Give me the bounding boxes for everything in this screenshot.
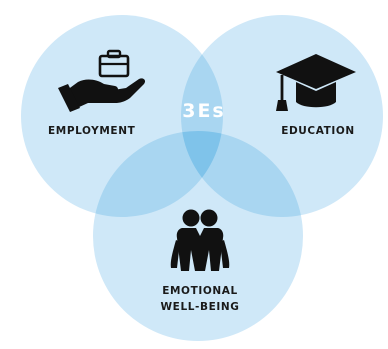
hand-holding-briefcase-icon xyxy=(58,49,146,112)
employment-label: EMPLOYMENT xyxy=(48,125,136,137)
wellbeing-label-line-1: EMOTIONAL xyxy=(162,285,238,297)
wellbeing-label-line-2: WELL-BEING xyxy=(160,301,240,313)
two-people-hugging-icon xyxy=(170,209,230,271)
graduation-cap-icon xyxy=(276,54,356,111)
education-label: EDUCATION xyxy=(281,125,355,137)
center-label: 3Es xyxy=(182,100,226,122)
overlap-education-wellbeing xyxy=(181,131,303,217)
wellbeing-label: EMOTIONAL WELL-BEING xyxy=(140,283,260,315)
overlap-employment-wellbeing xyxy=(93,131,223,217)
